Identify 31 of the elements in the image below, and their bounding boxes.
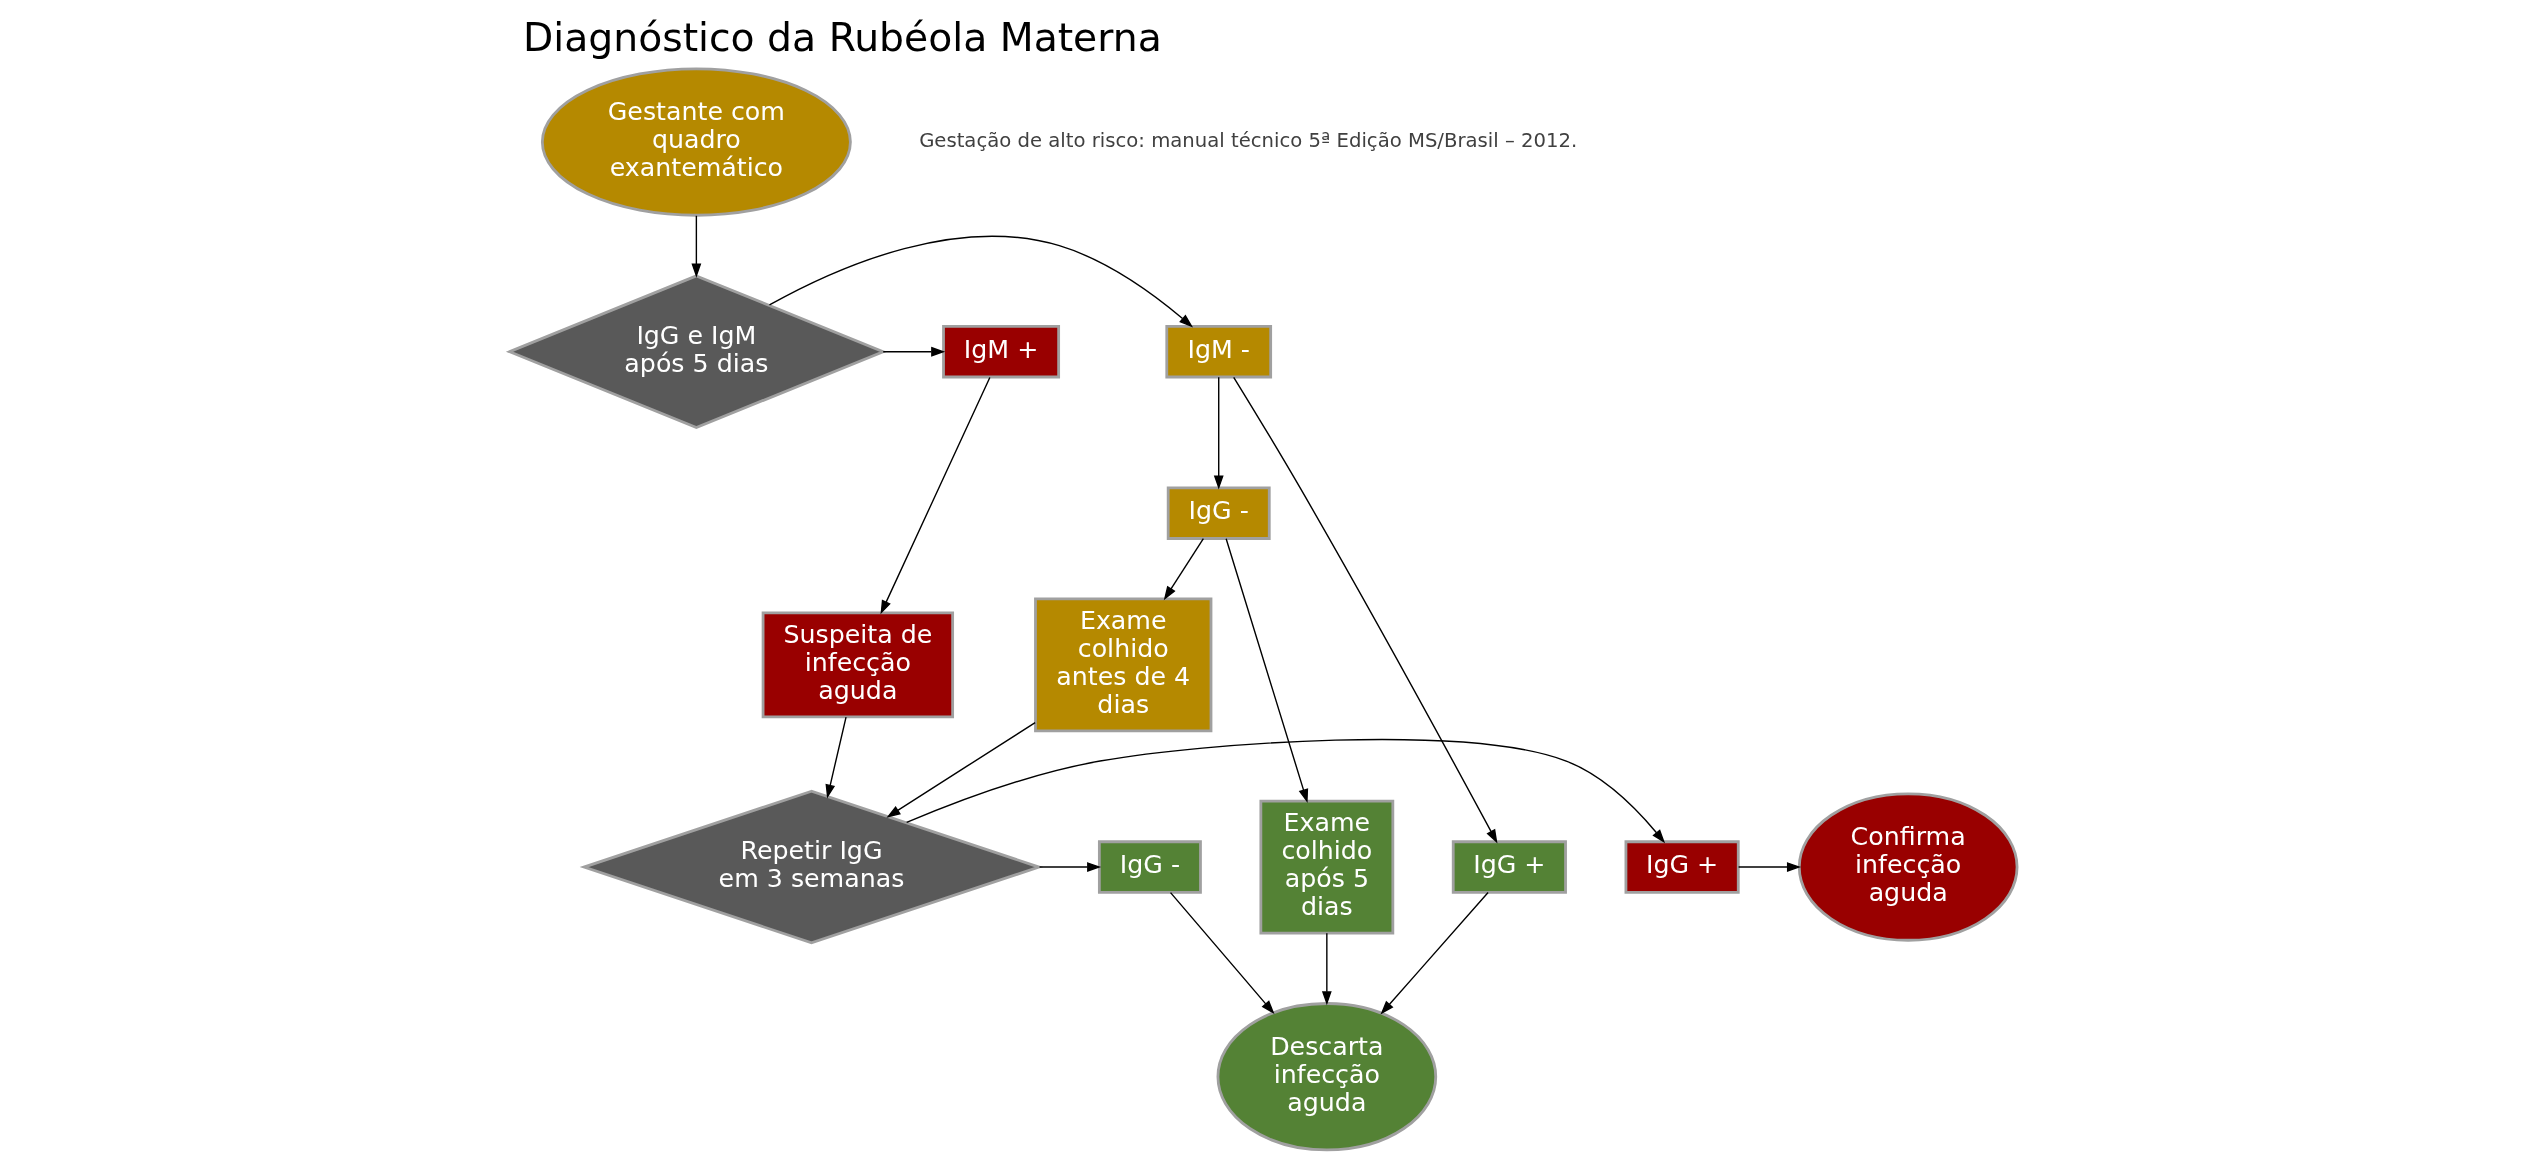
node-box: IgG - (1166, 486, 1271, 540)
arrow (905, 738, 1665, 844)
diagram-title: Diagnóstico da Rubéola Materna (522, 14, 1162, 60)
node-box: Exame colhido antes de 4 dias (1033, 597, 1212, 733)
node-box: IgG - (1097, 840, 1202, 894)
node-box: Suspeita de infecção aguda (761, 611, 954, 719)
arrow (690, 215, 701, 278)
arrow (1737, 862, 1801, 872)
arrow (768, 235, 1193, 328)
arrow (1380, 891, 1489, 1015)
node-box: IgG + (1624, 840, 1740, 894)
label: Gestação de alto risco: manual técnico 5ª Edição MS/Brasil – 2012. (918, 129, 1577, 153)
arrow (885, 721, 1036, 818)
arrow (1321, 932, 1332, 1006)
node-box: Exame colhido após 5 dias (1258, 799, 1394, 935)
arrow (1163, 537, 1204, 601)
arrow (1038, 862, 1101, 872)
arrow (882, 346, 945, 357)
node-box: IgM + (941, 325, 1060, 379)
arrow (1224, 538, 1308, 804)
arrow (1169, 891, 1274, 1015)
arrow (1232, 376, 1497, 844)
arrow (825, 716, 847, 799)
node-box: IgM - (1164, 325, 1272, 379)
node-ellipse: Gestante com quadro exantemático (540, 67, 852, 217)
node-ellipse: Confirma infecção aguda (1797, 792, 2018, 942)
node-box: IgG + (1451, 840, 1567, 894)
node-diamond: IgG e IgM após 5 dias (505, 274, 887, 430)
arrow (1213, 376, 1224, 490)
arrow (880, 376, 991, 615)
node-diamond: Repetir IgG em 3 semanas (579, 789, 1043, 945)
